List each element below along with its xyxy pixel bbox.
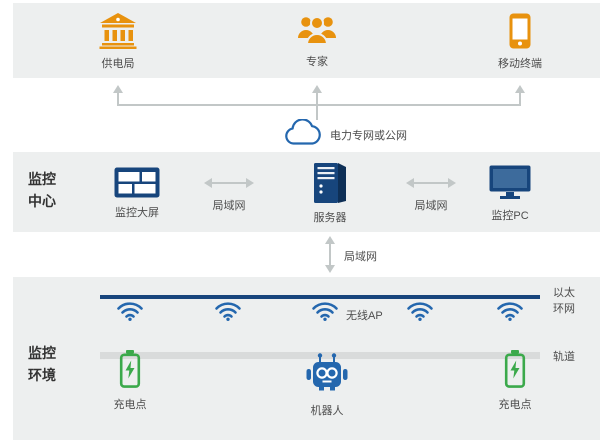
node-label-experts: 专家 xyxy=(306,56,328,68)
monitor-center-band xyxy=(13,152,600,232)
lan-vertical-label: 局域网 xyxy=(344,251,377,263)
node-experts: 专家 xyxy=(276,13,358,69)
charging-point-icon xyxy=(504,350,526,388)
node-big-screen: 监控大屏 xyxy=(96,167,178,220)
node-label-power-bureau: 供电局 xyxy=(101,58,135,70)
track-label: 轨道 xyxy=(553,351,575,363)
server-icon xyxy=(312,161,348,203)
arrow-line xyxy=(117,93,119,105)
wifi-icon xyxy=(406,300,434,321)
node-label-charge-right: 充电点 xyxy=(498,399,532,411)
node-monitor-pc: 监控PC xyxy=(469,165,551,223)
node-label-robot: 机器人 xyxy=(310,405,344,417)
experts-group-icon xyxy=(296,13,338,47)
lan-vertical-line xyxy=(329,243,331,266)
node-server: 服务器 xyxy=(289,161,371,225)
mobile-phone-icon xyxy=(509,13,531,49)
ethernet-ring-line xyxy=(100,295,540,299)
lan-left-arrowhead xyxy=(246,178,254,188)
lan-vertical-arrowhead-down xyxy=(325,265,335,273)
arrow-up-power-bureau xyxy=(113,85,123,93)
wifi-icon xyxy=(116,300,144,321)
arrow-line xyxy=(316,93,318,105)
section-label-monitor-center: 监控中心 xyxy=(28,171,56,209)
charging-point-icon xyxy=(119,350,141,388)
node-label-charge-left: 充电点 xyxy=(113,399,147,411)
lan-right-arrowhead xyxy=(406,178,414,188)
monitor-pc-icon xyxy=(489,165,531,201)
lan-left-arrowhead xyxy=(204,178,212,188)
big-screen-icon xyxy=(114,167,160,198)
connector-bus-line xyxy=(117,104,521,106)
node-label-mobile-terminal: 移动终端 xyxy=(498,58,542,70)
lan-right-line xyxy=(413,182,449,184)
cloud-icon xyxy=(284,118,322,146)
robot-icon xyxy=(306,352,348,392)
node-power-bureau: 供电局 xyxy=(77,13,159,71)
external-band xyxy=(13,3,600,78)
ethernet-ring-label: 以太环网 xyxy=(553,287,575,315)
lan-left-label: 局域网 xyxy=(212,200,246,212)
wifi-icon xyxy=(496,300,524,321)
lan-right-arrowhead xyxy=(448,178,456,188)
node-label-server: 服务器 xyxy=(313,212,347,224)
bank-icon xyxy=(99,13,137,49)
lan-vertical-arrowhead-up xyxy=(325,236,335,244)
section-label-monitor-env: 监控环境 xyxy=(28,345,56,383)
node-mobile-terminal: 移动终端 xyxy=(479,13,561,71)
wan-label: 电力专网或公网 xyxy=(330,130,407,142)
arrow-up-experts xyxy=(312,85,322,93)
wireless-ap-label: 无线AP xyxy=(346,310,383,322)
node-label-big-screen: 监控大屏 xyxy=(115,207,159,219)
wifi-icon xyxy=(311,300,339,321)
lan-left-line xyxy=(211,182,247,184)
cloud-drop-line xyxy=(316,106,318,120)
arrow-up-mobile xyxy=(515,85,525,93)
arrow-line xyxy=(519,93,521,105)
wifi-icon xyxy=(214,300,242,321)
node-label-monitor-pc: 监控PC xyxy=(491,210,529,222)
lan-right-label: 局域网 xyxy=(414,200,448,212)
